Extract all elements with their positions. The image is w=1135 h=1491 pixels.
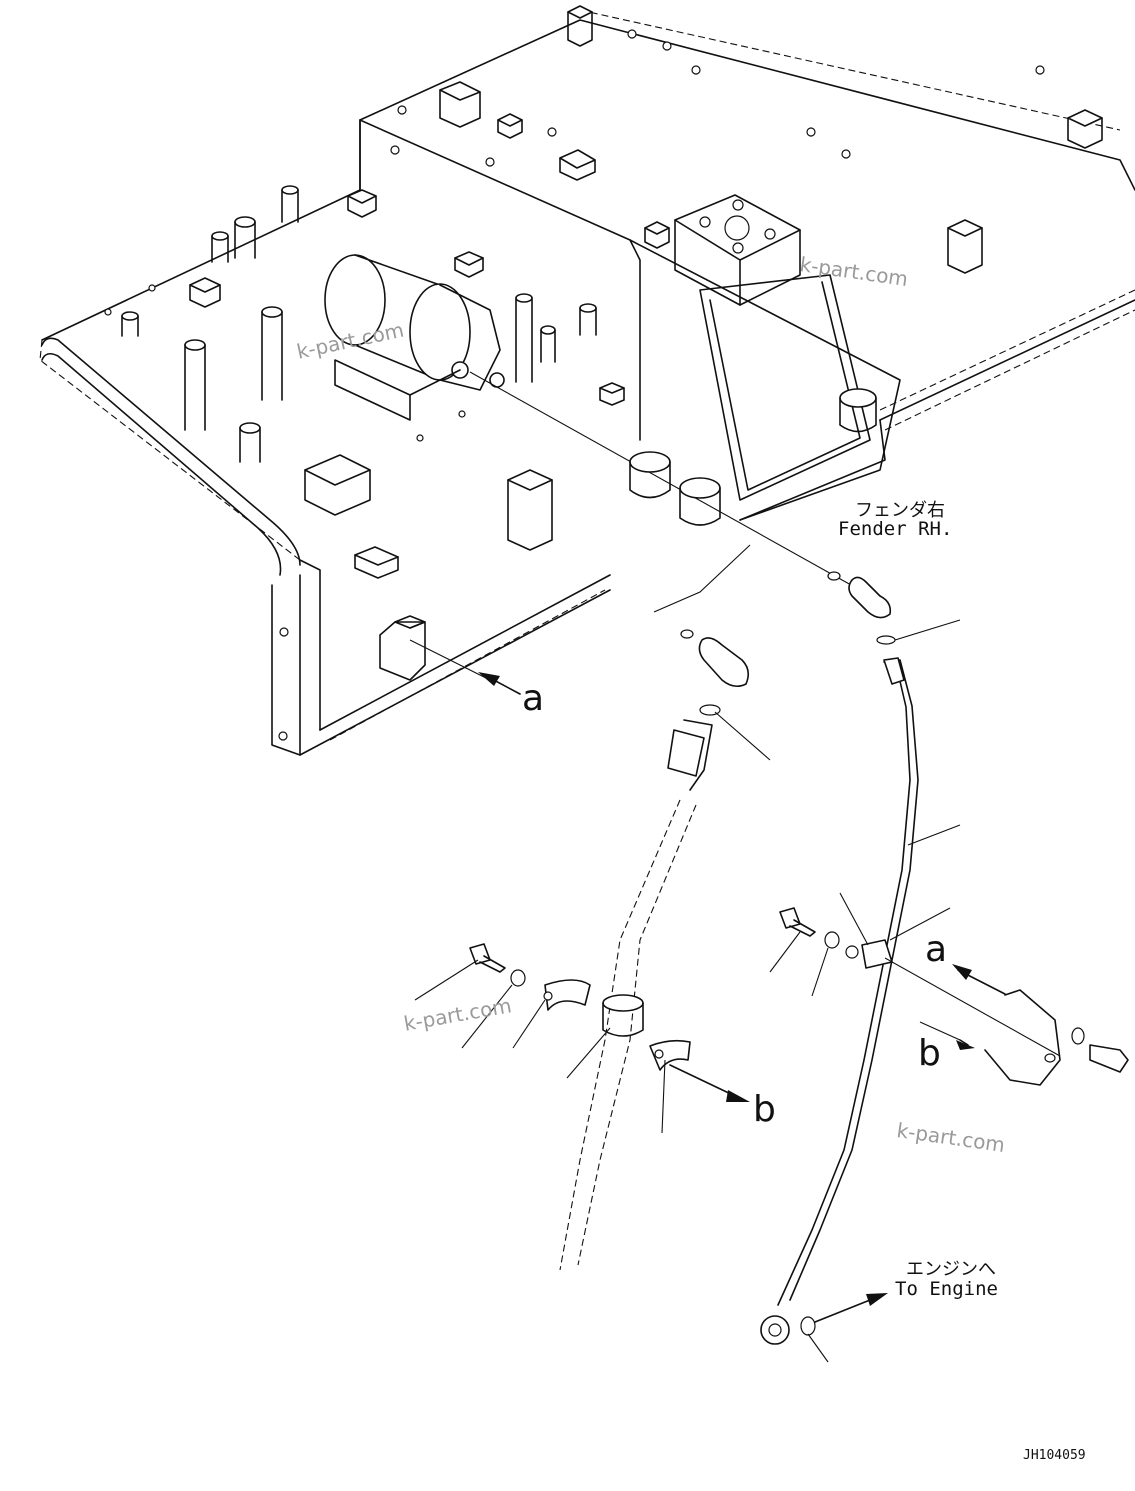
hose-right	[760, 657, 919, 1345]
engine-label-jp: エンジンへ	[906, 1259, 996, 1280]
fender-label-en: Fender RH.	[838, 518, 953, 540]
callout-b-right: b	[918, 1033, 941, 1074]
drawing-id: JH104059	[1023, 1448, 1086, 1463]
leader-lines	[409, 619, 1061, 1363]
elbow-fittings	[653, 544, 896, 716]
hydraulic-line-upper	[469, 371, 861, 591]
fender-label-jp: フェンダ右	[855, 500, 945, 521]
callout-a-left: a	[522, 678, 545, 719]
fender-deck	[39, 9, 1135, 756]
reference-arrows	[478, 672, 1006, 1323]
hose-left	[543, 719, 713, 1271]
callout-a-right: a	[925, 929, 948, 970]
port-bosses	[629, 388, 877, 526]
mounting-bracket	[984, 989, 1061, 1086]
bracket-hole	[1044, 1053, 1056, 1063]
callout-b-left: b	[753, 1089, 776, 1130]
bolts-washers	[469, 907, 1129, 1073]
engine-label-en: To Engine	[895, 1278, 998, 1300]
console-box	[359, 119, 901, 521]
valve-assembly	[324, 254, 505, 421]
deck-studs	[104, 5, 1103, 741]
flange-block	[674, 194, 801, 306]
